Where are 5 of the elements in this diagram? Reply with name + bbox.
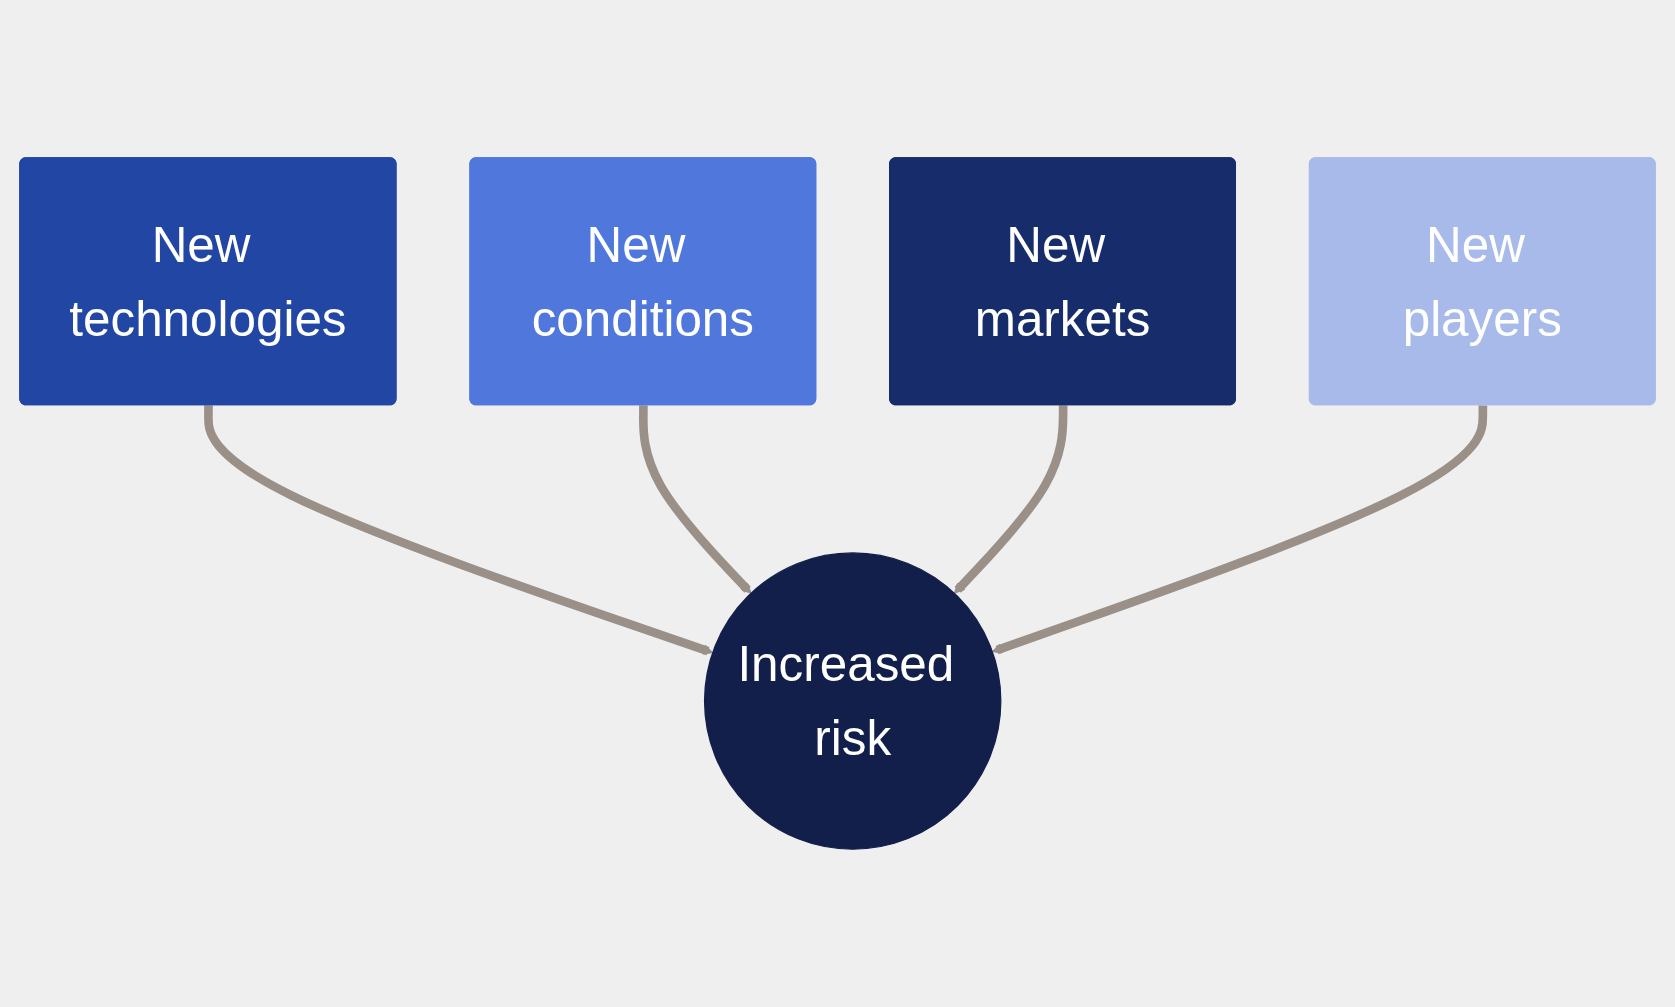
arrow	[204, 405, 714, 656]
arrow	[639, 405, 752, 594]
arrow	[991, 405, 1488, 655]
node-circle: Increased risk	[703, 552, 1002, 850]
arrow	[953, 405, 1068, 594]
